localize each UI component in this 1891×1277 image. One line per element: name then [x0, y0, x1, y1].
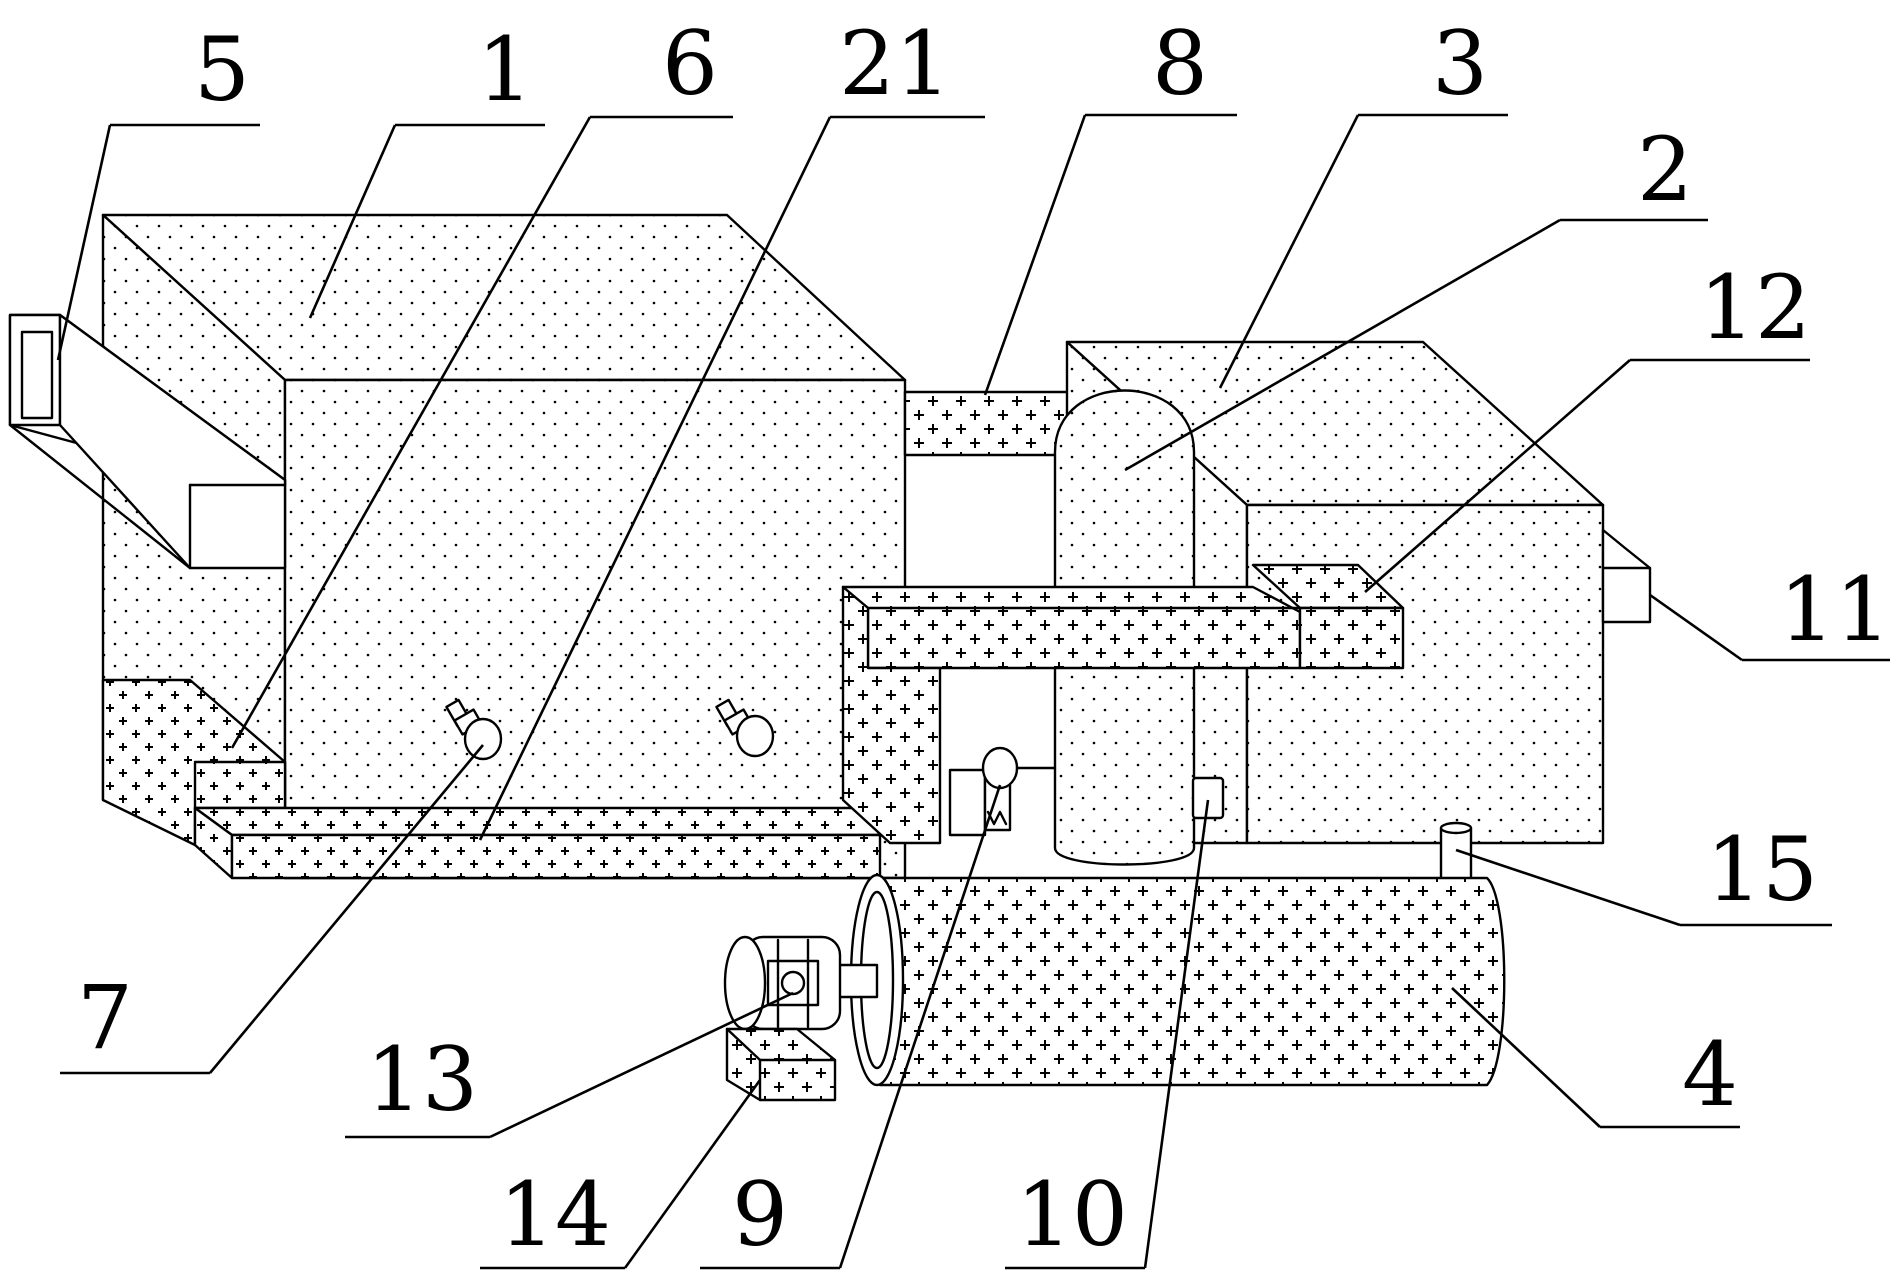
box-3-front-face	[1245, 503, 1605, 845]
inlet-duct-5	[8, 313, 287, 570]
callout-8: 8	[1152, 12, 1208, 115]
callout-5: 5	[194, 18, 250, 121]
inlet-duct-opening	[20, 330, 54, 420]
pump-9-base	[948, 768, 987, 837]
inlet-duct-side	[58, 313, 287, 570]
sensor-10	[1191, 776, 1225, 820]
vent-15	[1439, 821, 1473, 882]
pipe-12	[841, 563, 1405, 845]
motor-base-14	[725, 1027, 837, 1102]
pump-9-head	[981, 746, 1019, 790]
nozzle-7b	[715, 698, 775, 758]
callout-9: 9	[732, 1163, 788, 1266]
outlet-11	[1601, 528, 1652, 624]
motor-13	[723, 935, 842, 1031]
callout-7: 7	[77, 966, 133, 1069]
callout-15: 15	[1706, 818, 1818, 921]
outlet-11-body	[1601, 528, 1652, 624]
callout-2: 2	[1637, 118, 1693, 221]
drum-4	[828, 873, 1506, 1087]
channel-6	[101, 678, 287, 847]
leader-lines	[56, 113, 1890, 1270]
motor-base-14-body	[725, 1027, 837, 1102]
pipe-12-top	[841, 585, 1302, 670]
channel-21-top	[193, 806, 882, 837]
sensor-10-body	[1191, 776, 1225, 820]
channel-21-front	[230, 833, 882, 880]
pipe-12-riser	[841, 585, 942, 845]
callout-3: 3	[1432, 12, 1488, 115]
callout-6: 6	[662, 12, 718, 115]
channel-21	[193, 806, 882, 880]
callout-14: 14	[499, 1163, 611, 1266]
callout-12: 12	[1699, 256, 1811, 359]
callout-10: 10	[1016, 1163, 1128, 1266]
pipe-12-end	[1298, 606, 1405, 670]
nozzle-7a	[445, 698, 503, 761]
channel-6-front	[193, 760, 287, 810]
callout-11: 11	[1779, 558, 1891, 661]
callout-labels: 5 1 6 21 8 3 2 12 11 15 4 7 13 14 9 10	[77, 12, 1891, 1266]
pump-9	[948, 746, 1057, 837]
callout-13: 13	[366, 1028, 478, 1131]
callout-21: 21	[839, 12, 951, 115]
box-1-front-face	[283, 378, 907, 880]
callout-4: 4	[1682, 1023, 1738, 1126]
callout-1: 1	[477, 18, 533, 121]
